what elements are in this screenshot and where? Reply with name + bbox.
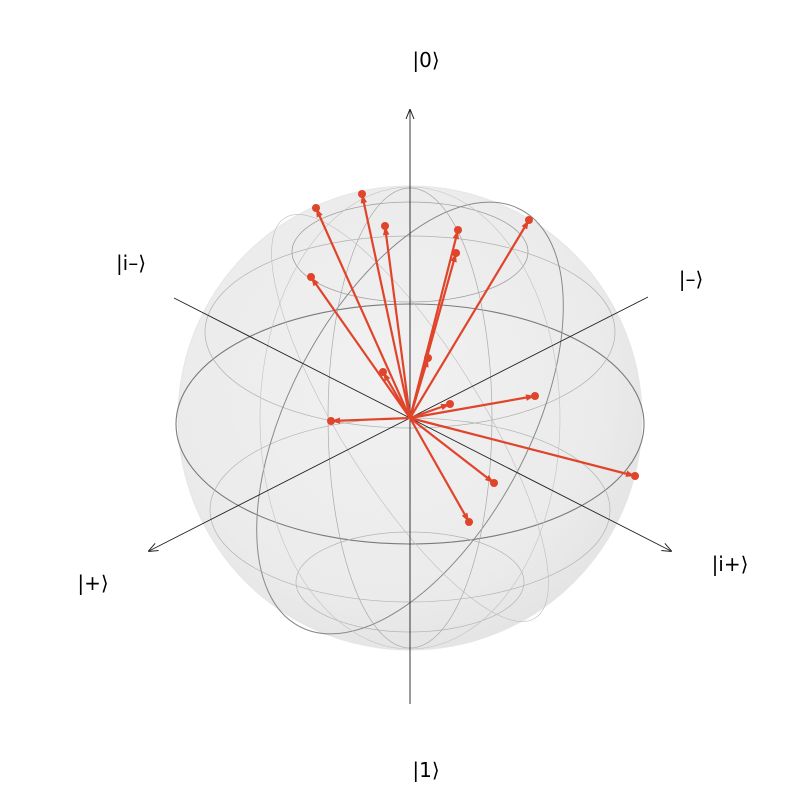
state-vector-point xyxy=(465,518,473,526)
y-axis-plus xyxy=(409,417,671,551)
state-vector-point xyxy=(381,222,389,230)
state-vector-point xyxy=(379,368,387,376)
label-i-plus: |i+⟩ xyxy=(712,552,749,576)
state-vector-point xyxy=(531,392,539,400)
state-vector-line xyxy=(383,225,412,419)
state-vectors xyxy=(307,190,639,526)
state-vector-point xyxy=(446,400,454,408)
state-vector-line xyxy=(409,219,530,419)
state-vector-line xyxy=(409,417,470,523)
state-vector-line xyxy=(409,417,495,484)
state-vector-point xyxy=(525,216,533,224)
state-vector-point xyxy=(424,354,432,362)
axes xyxy=(149,110,671,704)
state-vector-point xyxy=(327,417,335,425)
state-vector-point xyxy=(452,249,460,257)
axis-labels: |0⟩ |1⟩ |+⟩ |–⟩ |i+⟩ |i–⟩ xyxy=(77,48,748,782)
state-vector-point xyxy=(307,273,315,281)
state-vector-point xyxy=(454,226,462,234)
state-vector-line xyxy=(314,207,412,419)
label-minus: |–⟩ xyxy=(679,267,704,291)
label-plus: |+⟩ xyxy=(77,571,108,595)
label-zero: |0⟩ xyxy=(412,48,439,72)
state-vector-line xyxy=(408,357,430,419)
state-vector-arrowhead xyxy=(331,417,341,424)
state-vector-line xyxy=(310,276,411,419)
state-vector-point xyxy=(490,479,498,487)
x-axis-minus xyxy=(409,296,649,419)
y-axis-minus xyxy=(173,297,411,419)
label-i-minus: |i–⟩ xyxy=(116,251,146,275)
x-axis-plus xyxy=(149,417,411,551)
meridian-tilted-2 xyxy=(271,214,549,622)
label-one: |1⟩ xyxy=(412,758,439,782)
state-vector-point xyxy=(631,472,639,480)
state-vector-line xyxy=(360,193,412,419)
state-vector-point xyxy=(312,204,320,212)
state-vector-point xyxy=(358,190,366,198)
state-vector-line xyxy=(409,394,536,420)
state-vector-line xyxy=(330,416,411,423)
state-vector-line xyxy=(409,416,636,478)
meridian-tilted xyxy=(256,201,564,635)
